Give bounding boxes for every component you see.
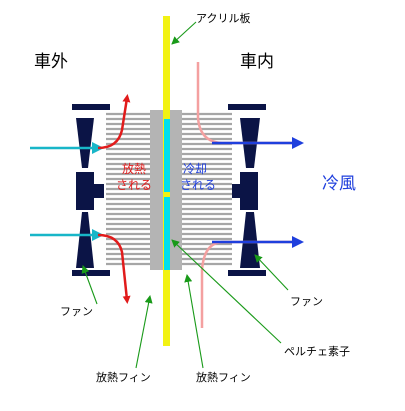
right-fan: [228, 104, 266, 276]
cooling-label-2: される: [180, 178, 217, 192]
peltier-element-top: [164, 119, 170, 192]
peltier-label: ペルチェ素子: [284, 345, 350, 358]
cooling-label-1: 冷却: [183, 162, 208, 176]
fin-left-label: 放熱フィン: [96, 371, 151, 384]
acrylic-plate-label: アクリル板: [196, 12, 251, 25]
fan-right-label: ファン: [290, 295, 323, 308]
leader-lines: [81, 21, 289, 369]
cold-air-label: 冷風: [322, 174, 356, 194]
heat-release-label-2: される: [116, 178, 153, 192]
incoming-airflow: [30, 94, 131, 304]
cold-airflow: [196, 62, 304, 328]
left-fan: [72, 104, 110, 276]
inside-label: 車内: [240, 52, 274, 72]
peltier-element-bottom: [164, 197, 170, 270]
right-heat-sink: [170, 110, 232, 270]
heat-release-label-1: 放熱: [122, 162, 147, 176]
left-heat-sink: [106, 110, 164, 270]
fan-left-label: ファン: [60, 305, 93, 318]
outside-label: 車外: [34, 52, 68, 72]
fin-right-label: 放熱フィン: [196, 371, 251, 384]
